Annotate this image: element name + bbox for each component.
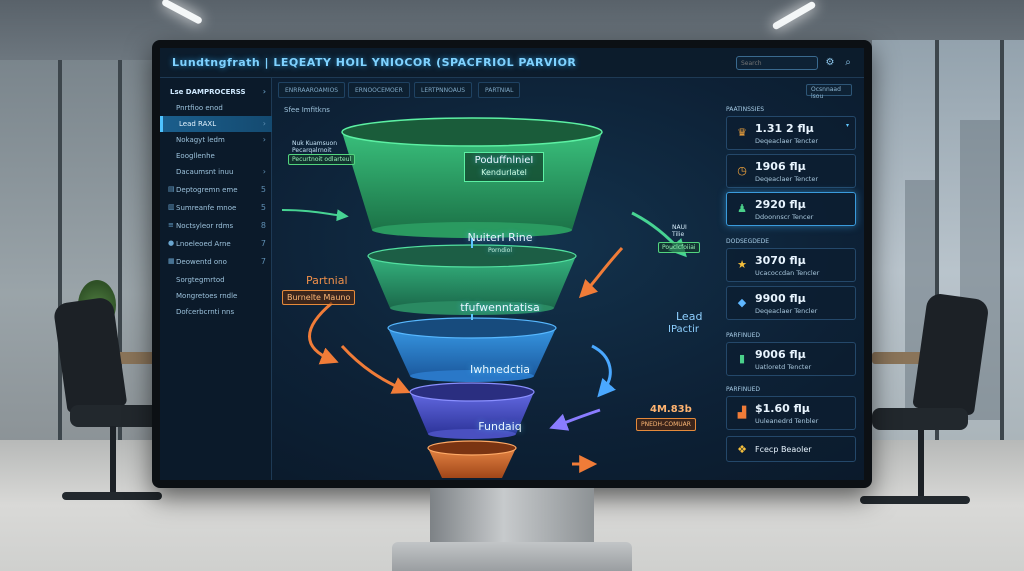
- gear-icon[interactable]: ⚙: [825, 57, 835, 68]
- arrow: [549, 408, 601, 431]
- monitor-stand: [430, 488, 594, 548]
- sidebar-item[interactable]: Dacaumsnt inuu›: [176, 167, 266, 176]
- bar-chart-icon: ▟: [737, 406, 747, 419]
- metric-card[interactable]: ▟ $1.60 flμ Uuleanedrd Tenbler: [726, 396, 856, 430]
- metrics-panel: PAATINSSIES ♛ 1.31 2 flμ Deqeaclaer Tenc…: [726, 102, 856, 468]
- toolbar-button[interactable]: Ocsnnaad lsou: [806, 84, 852, 100]
- monitor-base: [392, 542, 632, 571]
- sidebar-item[interactable]: Sorgtegmrtod: [176, 276, 225, 284]
- sidebar-item[interactable]: Pnrtfioo enod: [176, 104, 223, 112]
- stage-2-label: NuiterI Rine: [467, 231, 533, 244]
- sidebar: Lse DAMPROCERSS› Pnrtfioo enod Lead RAXL…: [160, 78, 272, 480]
- gem-icon: ◆: [737, 296, 747, 309]
- left-note-tag: Pecurtnoit odlarteul: [288, 154, 356, 165]
- lead-label: Lead: [676, 310, 703, 323]
- user-icon: ♟: [737, 202, 747, 215]
- partnial-label: Partnial: [306, 274, 348, 287]
- sidebar-item[interactable]: Eoogllenhe: [176, 152, 215, 160]
- new-note-tag: Pouclcfoiiai: [658, 242, 700, 253]
- arrow: [340, 344, 411, 394]
- tab-1[interactable]: ENRRAAROAMIOS: [278, 82, 346, 98]
- tab-4[interactable]: PARTNIAL: [478, 82, 521, 98]
- app-title: Lundtngfrath | LEQEATY HOIL YNIOCOR (SPA…: [172, 56, 577, 69]
- bottom-tag: PNEDH-COMUAR: [636, 418, 696, 431]
- metric-card[interactable]: ♛ 1.31 2 flμ Deqeaclaer Tencter ▾: [726, 116, 856, 150]
- chevron-right-icon: ›: [262, 135, 266, 144]
- sidebar-item[interactable]: Mongretoes rndle: [176, 292, 238, 300]
- new-note: NAUI Tilie: [672, 224, 687, 238]
- list-icon: ≡: [168, 221, 174, 229]
- clock-icon: ◷: [737, 164, 747, 177]
- arrow: [591, 344, 616, 398]
- partnial-tag: Burnelte Mauno: [282, 290, 356, 305]
- chart-icon: ▥: [168, 203, 175, 211]
- arrow: [578, 246, 624, 299]
- metric-card[interactable]: ◷ 1906 flμ Deqeaclaer Tencter: [726, 154, 856, 188]
- stage-1-label[interactable]: PoduffnlnieI Kendurlatel: [464, 152, 544, 182]
- search-input[interactable]: [736, 56, 818, 70]
- panel-section-2: DODSEGDEDE: [726, 238, 770, 245]
- metric-card[interactable]: ▮ 9006 flμ Uatloretd Tencter: [726, 342, 856, 376]
- arrow: [281, 209, 349, 222]
- metric-card[interactable]: ❖ Fcecp Beaoler: [726, 436, 856, 462]
- metric-card[interactable]: ◆ 9900 flμ Deqeaclaer Tencler: [726, 286, 856, 320]
- stage-5-label: Fundaiq: [478, 420, 522, 433]
- left-note: Nuk Kuamsuon Pecarqalrnoit: [292, 140, 338, 154]
- panel-section-4: PARFINUED: [726, 386, 761, 393]
- stage-3-label: tfufwenntatisa: [460, 301, 540, 314]
- funnel-stage-4[interactable]: [409, 382, 535, 439]
- panel-section-1: PAATINSSIES: [726, 106, 765, 113]
- badge-icon: ❖: [737, 443, 747, 456]
- sidebar-item-lead[interactable]: Lead RAXL›: [160, 116, 272, 132]
- folder-icon: ▤: [168, 185, 175, 193]
- chevron-right-icon: ›: [262, 119, 266, 128]
- metric-card[interactable]: ♟ 2920 flμ Ddoonnscr Tencer: [726, 192, 856, 226]
- chevron-right-icon: ›: [262, 167, 266, 176]
- search-icon[interactable]: ⌕: [845, 57, 851, 68]
- top-bar: Lundtngfrath | LEQEATY HOIL YNIOCOR (SPA…: [160, 48, 864, 78]
- tab-3[interactable]: LERTPNNOAUS: [414, 82, 473, 98]
- calendar-icon: ▦: [168, 257, 175, 265]
- trophy-icon: ♛: [737, 126, 747, 139]
- stage-4-label: Iwhnedctia: [469, 363, 531, 376]
- dashboard-screen: Lundtngfrath | LEQEATY HOIL YNIOCOR (SPA…: [160, 48, 864, 480]
- bottom-value: 4M.83b: [650, 404, 692, 415]
- chevron-right-icon: ›: [262, 87, 266, 96]
- section-label: Sfee Imfitkns: [284, 106, 330, 114]
- panel-section-3: PARFINUED: [726, 332, 761, 339]
- document-icon: ▮: [738, 352, 746, 365]
- arrow: [308, 301, 339, 365]
- stage-2-sublabel: Porndiol: [487, 247, 513, 254]
- funnel-stage-5[interactable]: [427, 440, 517, 478]
- practir-label: IPactir: [668, 324, 699, 335]
- metric-card[interactable]: ★ 3070 flμ Ucacoccdan Tencler: [726, 248, 856, 282]
- user-icon: ●: [168, 239, 175, 247]
- star-icon: ★: [737, 258, 747, 271]
- sidebar-item[interactable]: Dofcerbcrnti nns: [176, 308, 235, 316]
- sidebar-header[interactable]: Lse DAMPROCERSS›: [170, 87, 266, 96]
- sidebar-item[interactable]: Nokagyt ledm›: [176, 135, 266, 144]
- tab-2[interactable]: ERNOOCEMOER: [348, 82, 410, 98]
- funnel-stage-3[interactable]: [387, 317, 557, 382]
